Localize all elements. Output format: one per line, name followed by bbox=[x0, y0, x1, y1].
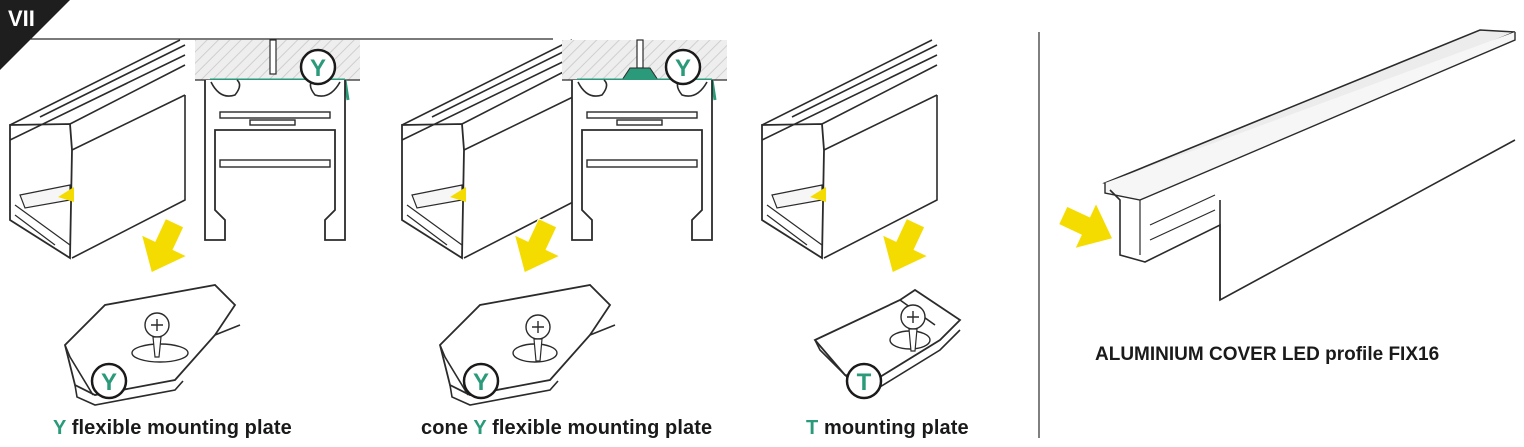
group2-plate-y-badge: Y bbox=[462, 362, 500, 400]
product-title: ALUMINIUM COVER LED profile FIX16 bbox=[1095, 344, 1440, 365]
svg-text:Y: Y bbox=[310, 55, 326, 82]
group3-plate-t-badge: T bbox=[845, 362, 883, 400]
caption-cone-y-flexible: cone Y flexible mounting plate bbox=[421, 417, 713, 439]
group3-arrow bbox=[869, 211, 939, 284]
group1-plate-y-badge: Y bbox=[90, 362, 128, 400]
group3-plate bbox=[813, 288, 962, 391]
svg-text:T: T bbox=[857, 369, 872, 396]
caption-t-mounting: T mounting plate bbox=[806, 417, 969, 439]
group1-plate bbox=[64, 284, 241, 406]
svg-text:Y: Y bbox=[675, 55, 691, 82]
cover-arrow bbox=[1051, 192, 1124, 262]
svg-text:Y: Y bbox=[473, 369, 489, 396]
group2-arrow bbox=[501, 211, 571, 284]
group1-section-y-badge: Y bbox=[299, 48, 337, 86]
group2-section-y-badge: Y bbox=[664, 48, 702, 86]
group2-plate bbox=[439, 284, 616, 406]
svg-text:Y: Y bbox=[101, 369, 117, 396]
group2-section bbox=[562, 39, 727, 241]
cover-profile bbox=[1102, 29, 1516, 302]
group1-profile bbox=[9, 39, 186, 259]
step-badge-label: VII bbox=[8, 6, 35, 31]
step-badge: VII bbox=[0, 0, 70, 70]
caption-y-flexible: Y flexible mounting plate bbox=[53, 417, 292, 439]
